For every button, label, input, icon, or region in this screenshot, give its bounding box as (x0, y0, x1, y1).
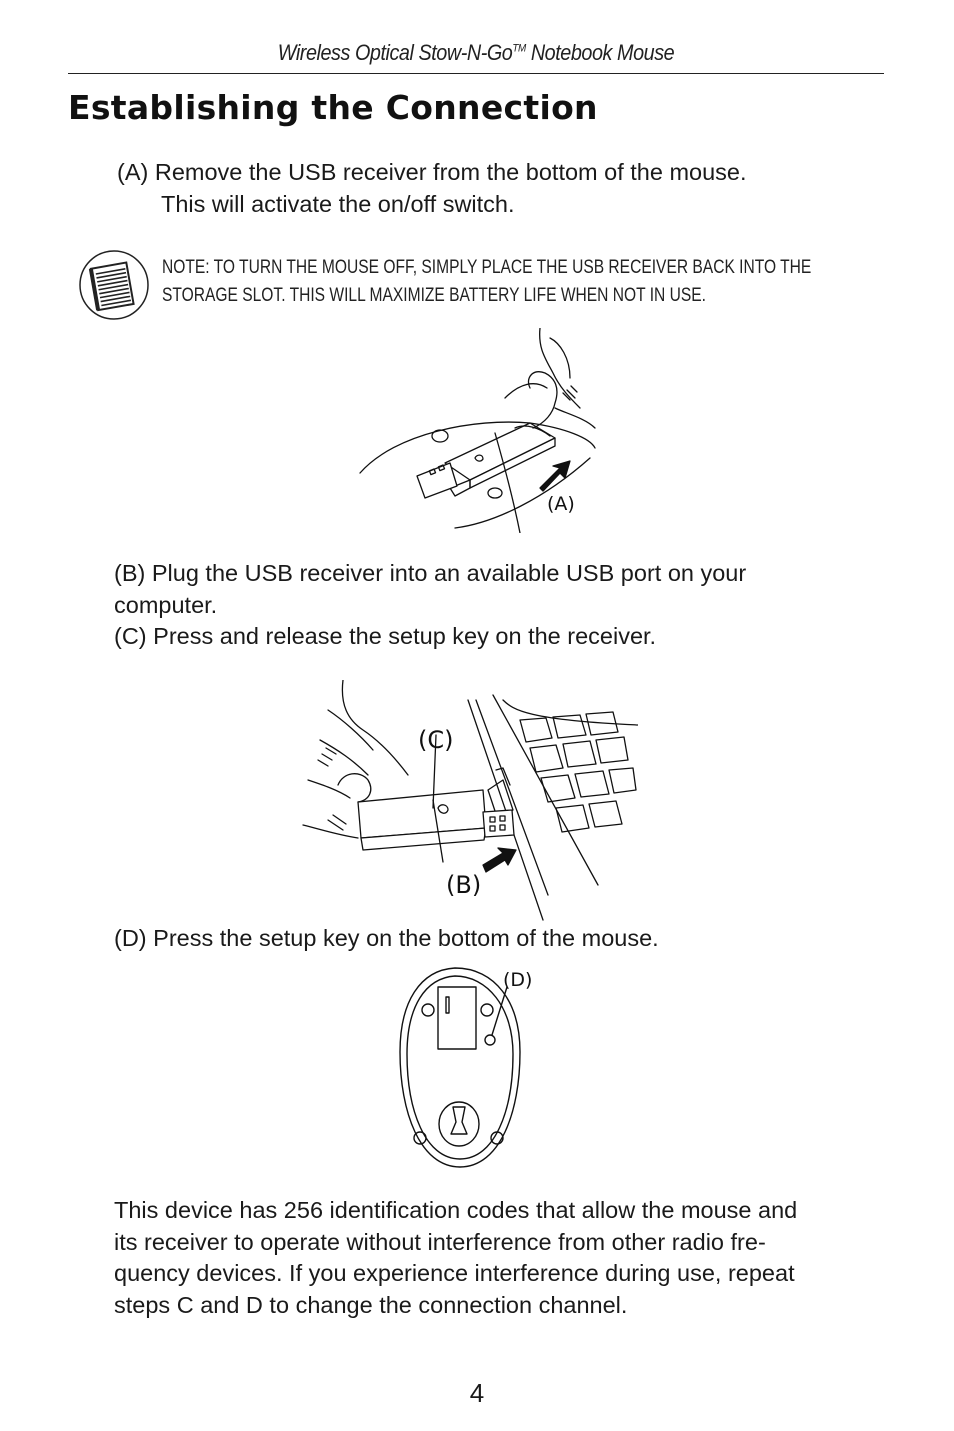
note-text: NOTE: TO TURN THE MOUSE OFF, SIMPLY PLAC… (162, 254, 812, 310)
note-line2: STORAGE SLOT. THIS WILL MAXIMIZE BATTERY… (162, 285, 706, 306)
section-heading: Establishing the Connection (68, 88, 598, 127)
header-trademark: TM (512, 42, 526, 55)
figure-label-c: (C) (418, 726, 453, 754)
step-a-line2: This will activate the on/off switch. (161, 191, 515, 217)
paragraph-line4: steps C and D to change the connection c… (114, 1291, 628, 1318)
page-number: 4 (469, 1378, 485, 1408)
step-c-line: (C) Press and release the setup key on t… (114, 623, 657, 649)
running-header: Wireless Optical Stow-N-GoTM Notebook Mo… (109, 40, 843, 66)
step-b-line1: (B) Plug the USB receiver into an availa… (114, 560, 747, 586)
figure-label-b: (B) (446, 871, 481, 899)
header-rule (68, 73, 884, 74)
header-title-tail: Notebook Mouse (525, 40, 675, 65)
figure-label-d: (D) (503, 969, 532, 991)
figure-label-a: (A) (547, 493, 575, 515)
step-b: (B) Plug the USB receiver into an availa… (114, 558, 874, 621)
note-line1: NOTE: TO TURN THE MOUSE OFF, SIMPLY PLAC… (162, 257, 812, 278)
step-b-line2: computer. (114, 591, 218, 618)
figure-remove-receiver: (A) (359, 328, 596, 533)
header-title: Wireless Optical Stow-N-Go (277, 40, 513, 65)
paragraph-line1: This device has 256 identification codes… (114, 1197, 798, 1223)
step-d-line: (D) Press the setup key on the bottom of… (114, 925, 659, 951)
figure-plug-receiver: (C) (B) (302, 680, 638, 921)
interference-paragraph: This device has 256 identification codes… (114, 1195, 894, 1321)
paragraph-line2: its receiver to operate without interfer… (114, 1228, 766, 1255)
figure-mouse-bottom: (D) (399, 967, 532, 1168)
step-a-line1: (A) Remove the USB receiver from the bot… (117, 159, 747, 185)
note-book-icon (79, 250, 149, 320)
paragraph-line3: quency devices. If you experience interf… (114, 1260, 795, 1286)
